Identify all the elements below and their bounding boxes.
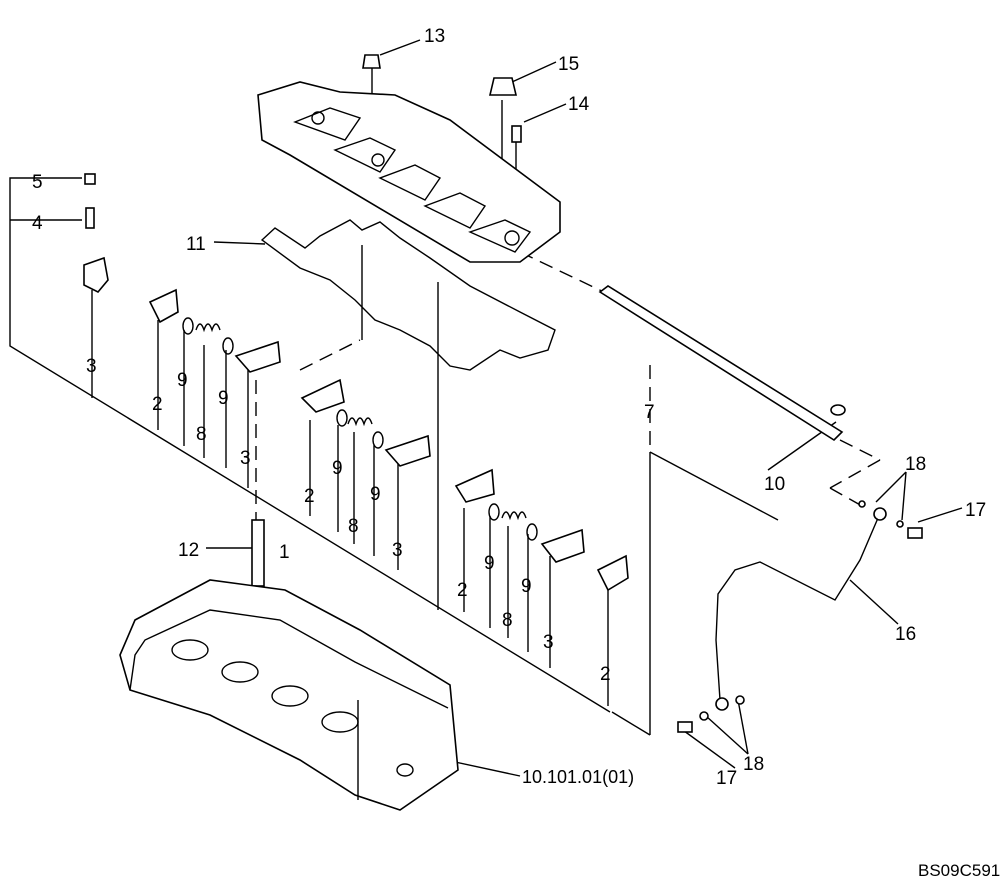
callout-2: 2 [304,486,315,507]
callout-18: 18 [743,754,764,775]
callout-5: 5 [32,172,43,193]
callout-9: 9 [332,458,343,479]
springs-washers [182,317,538,541]
callout-3: 3 [86,356,97,377]
oil-pipe [715,517,879,701]
callout-2: 2 [600,664,611,685]
callout-8: 8 [196,424,207,445]
pipe-fittings [677,500,923,733]
callout-10: 10 [764,474,785,495]
stud-and-nut [84,173,265,587]
rocker-shaft [598,285,846,442]
rocker-arms [83,256,629,592]
callout-16: 16 [895,624,916,645]
callout-8: 8 [348,516,359,537]
cylinder-head [119,579,459,811]
callout-3: 3 [543,632,554,653]
callout-9: 9 [521,576,532,597]
callout-2: 2 [457,580,468,601]
callout-11: 11 [186,234,206,255]
callout-1: 1 [279,542,290,563]
callout-8: 8 [502,610,513,631]
callout-3: 3 [392,540,403,561]
callout-4: 4 [32,213,43,234]
callout-13: 13 [424,26,445,47]
cover-fasteners [362,54,522,143]
callout-17: 17 [716,768,737,789]
leader-lines [9,39,963,777]
callout-14: 14 [568,94,590,115]
callout-17: 17 [965,500,986,521]
callout-15: 15 [558,54,579,75]
dashed-alignment-lines [255,251,881,525]
callout-18: 18 [905,454,926,475]
reference-label: 10.101.01(01) [522,767,634,787]
callout-7: 7 [644,402,655,423]
callout-2: 2 [152,394,163,415]
callout-9: 9 [218,388,229,409]
cover-gasket [260,219,556,371]
callout-9: 9 [484,553,495,574]
callout-12: 12 [178,540,199,561]
callout-9: 9 [370,484,381,505]
callout-3: 3 [240,448,251,469]
drawing-code: BS09C591 [918,861,1000,880]
rocker-cover [257,81,561,263]
callout-9: 9 [177,370,188,391]
callout-labels: 1 2 2 2 2 3 3 3 3 4 5 7 8 8 8 9 9 9 9 9 … [32,26,1000,880]
